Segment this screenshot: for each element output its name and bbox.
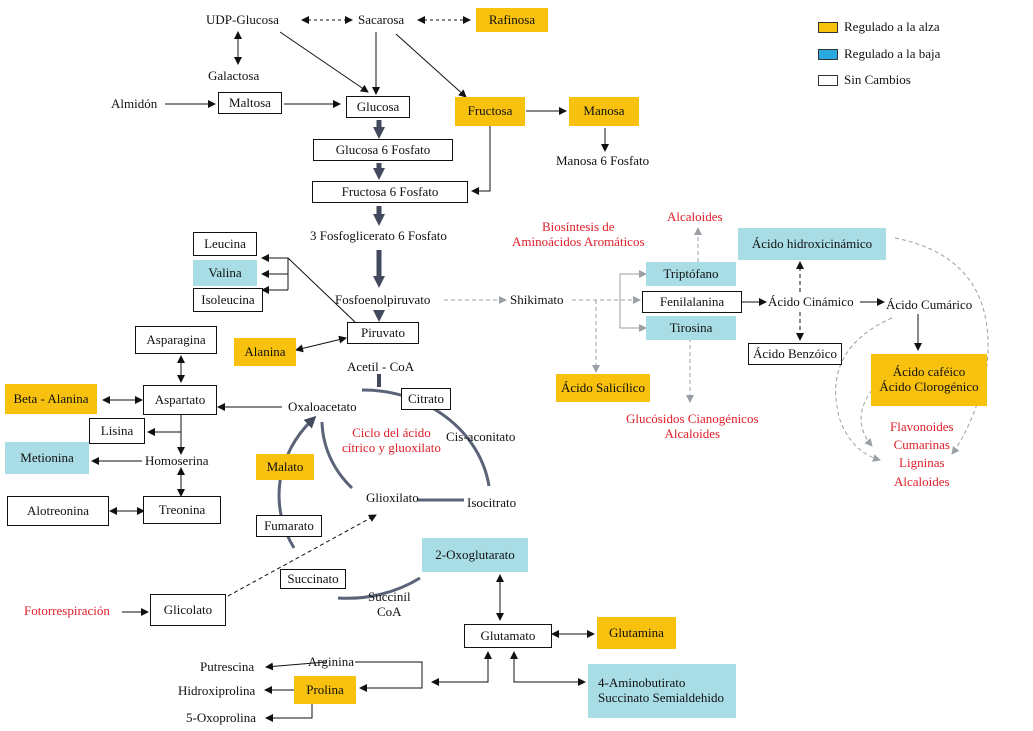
glucosidos-line2: Alcaloides (664, 425, 721, 441)
legend-up-label: Regulado a la alza (844, 19, 940, 34)
node-glutamina: Glutamina (597, 617, 676, 649)
node-5-oxoprolina: 5-Oxoprolina (186, 710, 257, 725)
node-acido-salicilico: Ácido Salicílico (556, 374, 650, 402)
node-2-oxoglutarato: 2-Oxoglutarato (422, 538, 528, 572)
node-fenilpropanoides: Flavonoides Cumarinas Ligninas Alcaloide… (890, 418, 954, 491)
node-rafinosa: Rafinosa (476, 8, 548, 32)
node-fosfoenolpiruvato: Fosfoenolpiruvato (335, 292, 431, 307)
node-homoserina: Homoserina (145, 453, 209, 468)
node-glucosa: Glucosa (346, 96, 410, 118)
aromatic-biosynthesis-label: Biosíntesis de Aminoácidos Aromáticos (512, 219, 645, 250)
glutamate-edges (264, 574, 595, 722)
node-metionina: Metionina (5, 442, 89, 474)
cycle-title-line1: Ciclo del ácido (352, 425, 431, 440)
node-aspartato: Aspartato (143, 385, 217, 415)
node-beta-alanina: Beta - Alanina (5, 384, 97, 414)
succinil-line2: CoA (377, 603, 402, 619)
node-sacarosa: Sacarosa (358, 12, 405, 27)
node-glucosidos: Glucósidos Cianogénicos Alcaloides (626, 411, 759, 442)
node-putrescina: Putrescina (200, 659, 255, 674)
node-succinil-coa: Succinil CoA (368, 589, 411, 620)
ligninas-label: Ligninas (899, 455, 945, 471)
legend-none-swatch (818, 74, 838, 86)
node-fructosa: Fructosa (455, 97, 525, 126)
node-galactosa: Galactosa (208, 68, 260, 83)
aminobutirato-line2: Succinato Semialdehido (598, 690, 725, 705)
node-manosa: Manosa (569, 97, 639, 126)
node-udp-glucosa: UDP-Glucosa (206, 12, 279, 27)
alcaloides-bottom-label: Alcaloides (893, 473, 950, 489)
legend-up: Regulado a la alza (818, 19, 940, 35)
node-alanina: Alanina (234, 338, 296, 366)
node-treonina: Treonina (143, 496, 221, 524)
node-4-aminobutirato: 4-Aminobutirato Succinato Semialdehido (588, 664, 736, 718)
node-glutamato: Glutamato (464, 624, 552, 648)
acido-cafeico-label: Ácido caféico (892, 364, 966, 380)
node-arginina: Arginina (308, 654, 354, 669)
node-acido-cumarico: Ácido Cumárico (886, 297, 973, 312)
node-acido-cafeico: Ácido caféico Ácido Clorogénico (871, 354, 987, 406)
sugar-edges (165, 16, 609, 195)
node-malato: Malato (256, 454, 314, 480)
node-valina: Valina (193, 260, 257, 286)
node-fumarato: Fumarato (256, 515, 322, 537)
legend-down-label: Regulado a la baja (844, 46, 941, 61)
node-cis-aconitato: Cis-aconitato (446, 429, 516, 444)
node-tirosina: Tirosina (646, 316, 736, 340)
node-glioxilato: Glioxilato (366, 490, 419, 505)
node-asparagina: Asparagina (135, 326, 217, 354)
node-piruvato: Piruvato (347, 322, 419, 344)
node-almidon: Almidón (111, 96, 158, 111)
node-hidroxiprolina: Hidroxiprolina (178, 683, 256, 698)
cumarinas-label: Cumarinas (893, 437, 950, 453)
node-fenilalanina: Fenilalanina (642, 291, 742, 313)
node-3-fosfoglicerato: 3 Fosfoglicerato 6 Fosfato (310, 228, 447, 243)
node-alotreonina: Alotreonina (7, 496, 109, 526)
node-isoleucina: Isoleucina (193, 288, 263, 312)
node-acido-benzoico: Ácido Benzóico (748, 343, 842, 365)
legend-up-swatch (818, 21, 838, 33)
node-isocitrato: Isocitrato (467, 495, 517, 510)
acido-clorogenico-label: Ácido Clorogénico (879, 379, 979, 394)
node-triptofano: Triptófano (646, 262, 736, 286)
legend-none-label: Sin Cambios (844, 72, 911, 87)
node-prolina: Prolina (294, 676, 356, 704)
node-leucina: Leucina (193, 232, 257, 256)
aminoacid-edges (91, 254, 377, 616)
node-shikimato: Shikimato (510, 292, 564, 307)
node-alcaloides-top: Alcaloides (667, 209, 723, 224)
cycle-title: Ciclo del ácido cítrico y gluoxilato (342, 425, 441, 456)
node-fotorrespiracion: Fotorrespiración (24, 603, 110, 618)
node-manosa-6-fosfato: Manosa 6 Fosfato (556, 153, 650, 168)
node-citrato: Citrato (401, 388, 451, 410)
node-acido-cinamico: Ácido Cinámico (768, 294, 854, 309)
flavonoides-label: Flavonoides (890, 419, 954, 434)
biosintesis-line1: Biosíntesis de (541, 219, 615, 234)
node-oxaloacetato: Oxaloacetato (288, 399, 357, 414)
node-maltosa: Maltosa (218, 92, 282, 114)
node-acido-hidroxicinamico: Ácido hidroxicinámico (738, 228, 886, 260)
aromatic-edges (444, 227, 989, 462)
node-acetil-coa: Acetil - CoA (347, 359, 415, 374)
node-glucosa-6-fosfato: Glucosa 6 Fosfato (313, 139, 453, 161)
legend-down: Regulado a la baja (818, 46, 940, 62)
node-fructosa-6-fosfato: Fructosa 6 Fosfato (312, 181, 468, 203)
legend-down-swatch (818, 48, 838, 60)
biosintesis-line2: Aminoácidos Aromáticos (512, 233, 645, 249)
legend-none: Sin Cambios (818, 72, 911, 88)
node-glicolato: Glicolato (150, 594, 226, 626)
glucosidos-line1: Glucósidos Cianogénicos (626, 411, 759, 426)
aminobutirato-line1: 4-Aminobutirato (598, 675, 686, 691)
cycle-title-line2: cítrico y gluoxilato (342, 439, 441, 455)
node-succinato: Succinato (280, 569, 346, 589)
node-lisina: Lisina (89, 418, 145, 444)
succinil-line1: Succinil (368, 589, 411, 604)
